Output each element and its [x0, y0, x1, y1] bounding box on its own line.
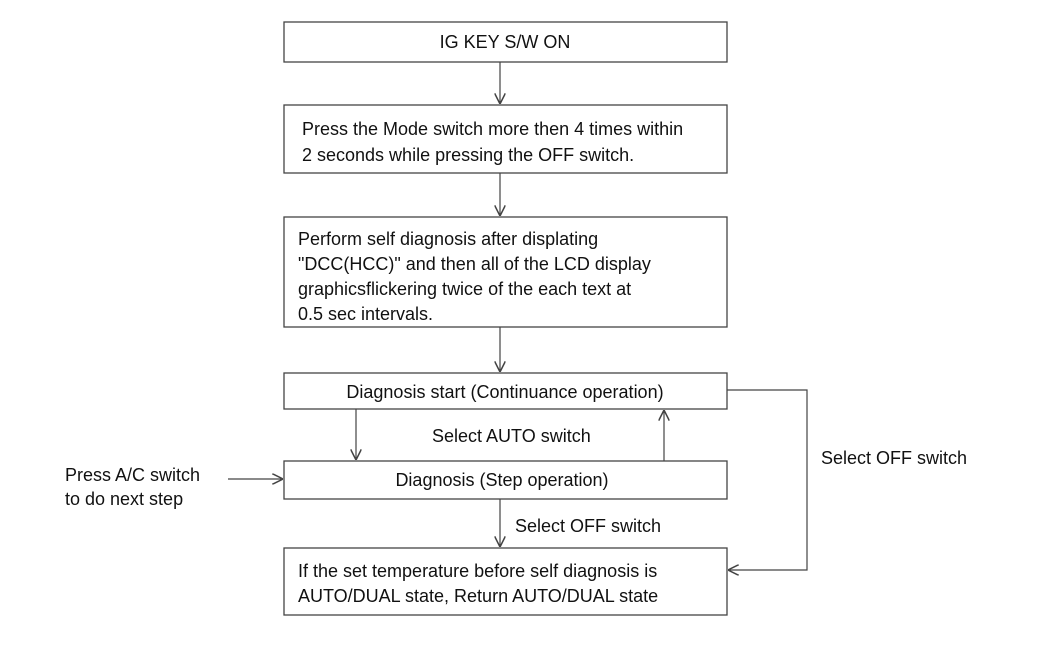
step-ig-key: IG KEY S/W ON	[283, 21, 728, 63]
step-self-diagnosis-line1: Perform self diagnosis after displating	[298, 229, 598, 249]
step-diagnosis-start-label: Diagnosis start (Continuance operation)	[346, 382, 663, 402]
step-self-diagnosis-line3: graphicsflickering twice of the each tex…	[298, 279, 631, 299]
step-self-diagnosis-line4: 0.5 sec intervals.	[298, 304, 433, 324]
arrow-start-to-return	[727, 389, 808, 570]
step-return-state: If the set temperature before self diagn…	[283, 547, 728, 616]
label-select-auto: Select AUTO switch	[432, 426, 591, 446]
step-ig-key-label: IG KEY S/W ON	[440, 32, 571, 52]
step-return-state-line2: AUTO/DUAL state, Return AUTO/DUAL state	[298, 586, 658, 606]
step-press-mode-line1: Press the Mode switch more then 4 times …	[302, 119, 683, 139]
label-press-ac-line1: Press A/C switch	[65, 465, 200, 485]
step-press-mode-line2: 2 seconds while pressing the OFF switch.	[302, 145, 634, 165]
step-self-diagnosis-line2: "DCC(HCC)" and then all of the LCD displ…	[298, 254, 651, 274]
step-diagnosis-step: Diagnosis (Step operation)	[283, 460, 728, 500]
label-select-off-bottom: Select OFF switch	[515, 516, 661, 536]
step-return-state-line1: If the set temperature before self diagn…	[298, 561, 657, 581]
step-diagnosis-step-label: Diagnosis (Step operation)	[395, 470, 608, 490]
step-diagnosis-start: Diagnosis start (Continuance operation)	[283, 372, 728, 410]
step-self-diagnosis: Perform self diagnosis after displating …	[283, 216, 728, 328]
label-press-ac-line2: to do next step	[65, 489, 183, 509]
label-select-off-right: Select OFF switch	[821, 448, 967, 468]
step-press-mode: Press the Mode switch more then 4 times …	[283, 104, 728, 174]
